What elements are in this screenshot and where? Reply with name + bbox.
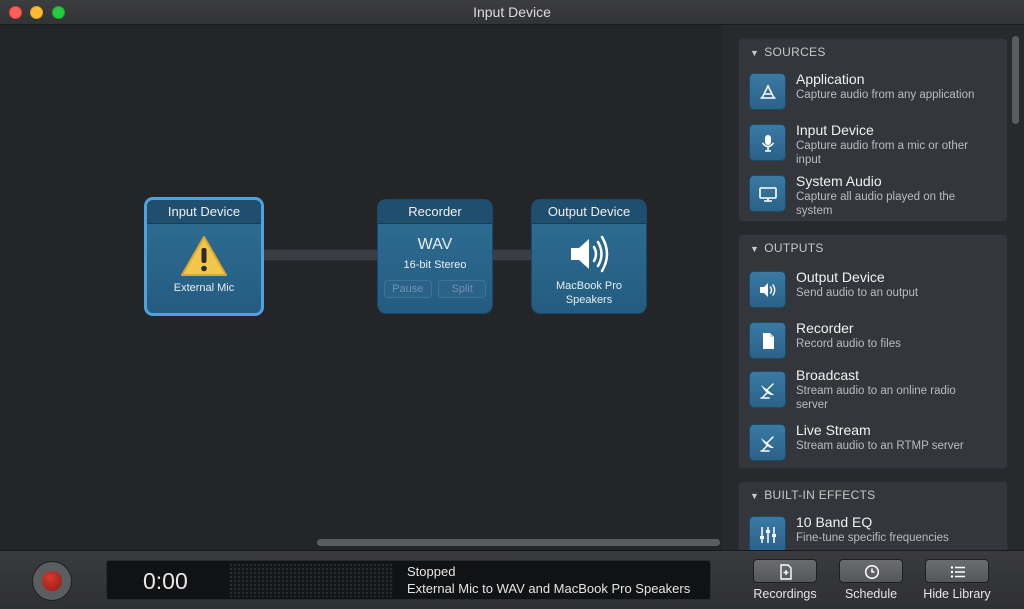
- record-button[interactable]: [32, 561, 72, 601]
- library-item-output-device[interactable]: Output Device Send audio to an output: [749, 269, 1004, 315]
- built-in-effects-section: ▼BUILT-IN EFFECTS 10 Band EQ Fine-tune s…: [738, 481, 1008, 561]
- library-item-live-stream[interactable]: Live Stream Stream audio to an RTMP serv…: [749, 422, 1004, 468]
- zoom-window-button[interactable]: [52, 6, 65, 19]
- microphone-icon: [749, 124, 786, 161]
- clock-icon: [864, 564, 880, 580]
- window-title: Input Device: [473, 4, 551, 20]
- list-icon: [950, 566, 965, 578]
- node-title: Input Device: [147, 200, 261, 224]
- monitor-icon: [749, 175, 786, 212]
- library-vertical-scrollbar[interactable]: [1012, 36, 1019, 124]
- node-device-label: External Mic: [173, 282, 235, 294]
- section-header[interactable]: ▼OUTPUTS: [739, 235, 1007, 261]
- section-header[interactable]: ▼SOURCES: [739, 39, 1007, 65]
- chevron-down-icon: ▼: [750, 491, 760, 501]
- pipeline-summary: External Mic to WAV and MacBook Pro Spea…: [407, 581, 691, 596]
- sources-section: ▼SOURCES Application Capture audio from …: [738, 38, 1008, 222]
- title-bar: Input Device: [0, 0, 1024, 25]
- recorder-node[interactable]: Recorder WAV 16-bit Stereo Pause Split: [377, 199, 493, 314]
- chevron-down-icon: ▼: [750, 48, 760, 58]
- transport-bar: 0:00 Stopped External Mic to WAV and Mac…: [0, 550, 1024, 609]
- recordings-icon: [780, 564, 792, 580]
- level-meter: [229, 563, 393, 597]
- node-title: Output Device: [532, 200, 646, 224]
- close-window-button[interactable]: [9, 6, 22, 19]
- output-device-node[interactable]: Output Device MacBook Pro Speakers: [531, 199, 647, 314]
- outputs-section: ▼OUTPUTS Output Device Send audio to an …: [738, 234, 1008, 469]
- document-icon: [749, 322, 786, 359]
- library-item-system-audio[interactable]: System Audio Capture all audio played on…: [749, 173, 1004, 219]
- app-store-icon: [749, 73, 786, 110]
- eq-sliders-icon: [749, 516, 786, 553]
- speaker-icon: [532, 233, 646, 275]
- status-display: 0:00 Stopped External Mic to WAV and Mac…: [106, 560, 711, 600]
- split-button[interactable]: Split: [438, 280, 487, 298]
- library-item-recorder[interactable]: Recorder Record audio to files: [749, 320, 1004, 366]
- pause-button[interactable]: Pause: [383, 280, 432, 298]
- connection-cable: [263, 249, 379, 261]
- minimize-window-button[interactable]: [30, 6, 43, 19]
- hide-library-button[interactable]: Hide Library: [918, 559, 996, 601]
- warning-icon: [147, 234, 261, 278]
- input-device-node[interactable]: Input Device External Mic: [144, 197, 264, 316]
- node-title: Recorder: [378, 200, 492, 224]
- elapsed-time: 0:00: [143, 568, 188, 594]
- recorder-format: WAV: [417, 236, 453, 253]
- chevron-down-icon: ▼: [750, 244, 760, 254]
- library-item-input-device[interactable]: Input Device Capture audio from a mic or…: [749, 122, 1004, 168]
- schedule-button[interactable]: Schedule: [837, 559, 905, 601]
- node-device-label: MacBook Pro Speakers: [555, 280, 623, 306]
- library-item-broadcast[interactable]: Broadcast Stream audio to an online radi…: [749, 367, 1004, 413]
- recorder-detail: 16-bit Stereo: [403, 259, 467, 271]
- connection-cable: [492, 249, 533, 261]
- library-item-10-band-eq[interactable]: 10 Band EQ Fine-tune specific frequencie…: [749, 514, 1004, 560]
- recordings-button[interactable]: Recordings: [751, 559, 819, 601]
- speaker-icon: [749, 271, 786, 308]
- canvas-horizontal-scrollbar[interactable]: [317, 539, 720, 546]
- section-header[interactable]: ▼BUILT-IN EFFECTS: [739, 482, 1007, 508]
- satellite-dish-icon: [749, 424, 786, 461]
- record-icon: [42, 571, 62, 591]
- satellite-dish-icon: [749, 371, 786, 408]
- library-item-application[interactable]: Application Capture audio from any appli…: [749, 71, 1004, 117]
- recording-status: Stopped: [407, 564, 456, 579]
